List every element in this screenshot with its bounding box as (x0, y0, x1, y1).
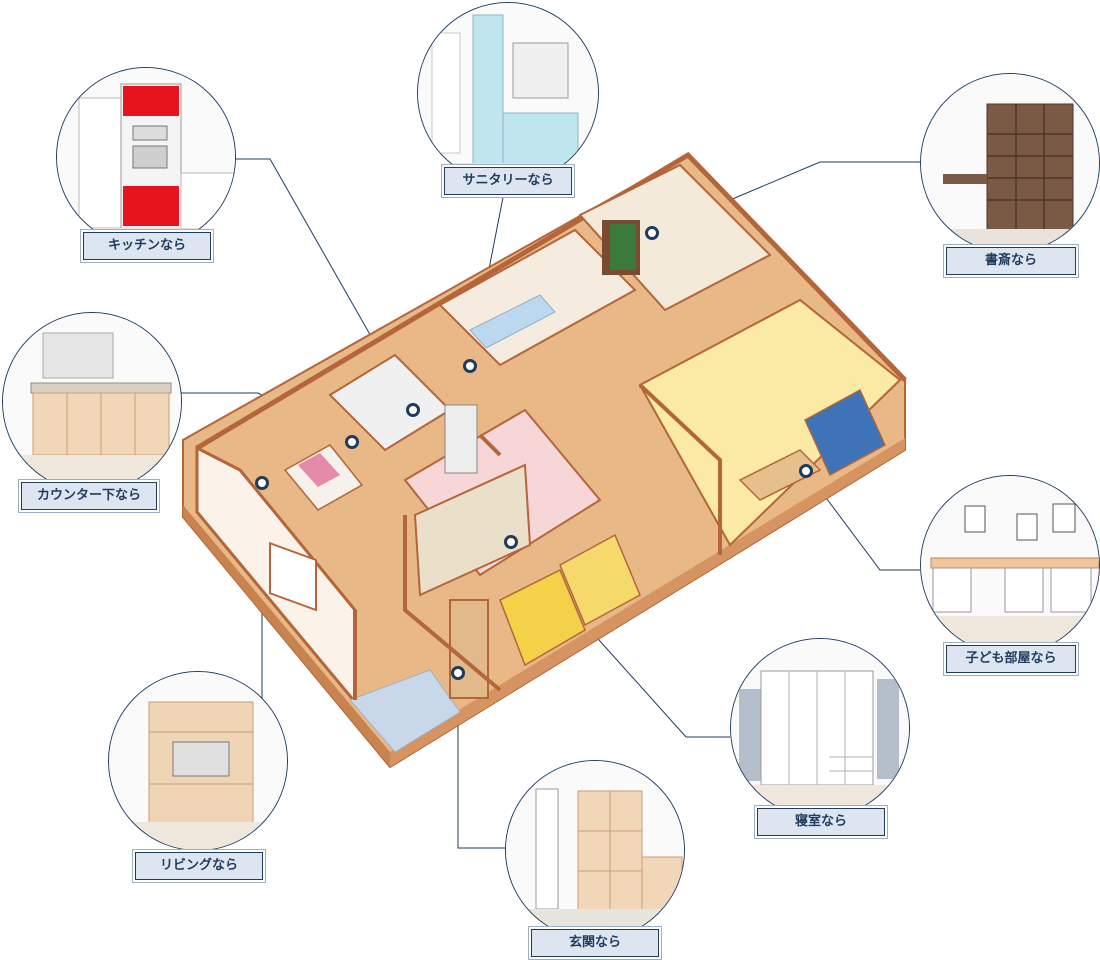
counter-storage-icon (3, 313, 181, 491)
pin-study[interactable] (645, 226, 659, 240)
pin-sanitary[interactable] (463, 359, 477, 373)
bedroom-label[interactable]: 寝室なら (757, 808, 885, 836)
kitchen-bubble[interactable] (56, 67, 236, 247)
entrance-bubble[interactable] (505, 760, 685, 940)
sanitary-label[interactable]: サニタリーなら (444, 167, 572, 195)
kids-room-label[interactable]: 子ども部屋なら (946, 645, 1076, 673)
pin-kitchen[interactable] (406, 403, 420, 417)
entrance-label[interactable]: 玄関なら (531, 929, 659, 957)
study-label[interactable]: 書斎なら (946, 247, 1076, 275)
pin-entrance[interactable] (451, 666, 465, 680)
counter-bubble[interactable] (2, 312, 182, 492)
kitchen-cabinet-icon (57, 68, 235, 246)
living-bubble[interactable] (108, 671, 288, 851)
living-label[interactable]: リビングなら (135, 852, 263, 880)
kids-room-bubble[interactable] (920, 475, 1100, 655)
bedroom-bubble[interactable] (730, 638, 910, 818)
kids-desk-icon (921, 476, 1099, 654)
kitchen-label[interactable]: キッチンなら (83, 232, 211, 260)
pin-living[interactable] (255, 476, 269, 490)
house-illustration (182, 151, 907, 769)
entrance-shoe-cabinet-icon (506, 761, 684, 939)
bedroom-wardrobe-icon (731, 639, 909, 817)
pin-kids-room[interactable] (799, 464, 813, 478)
living-tv-board-icon (109, 672, 287, 850)
study-shelf-icon (921, 74, 1099, 252)
sanitary-bubble[interactable] (417, 2, 599, 184)
counter-label[interactable]: カウンター下なら (21, 482, 157, 510)
pin-bedroom[interactable] (504, 535, 518, 549)
sanitary-cabinet-icon (418, 3, 598, 183)
pin-counter[interactable] (345, 435, 359, 449)
study-bubble[interactable] (920, 73, 1100, 253)
